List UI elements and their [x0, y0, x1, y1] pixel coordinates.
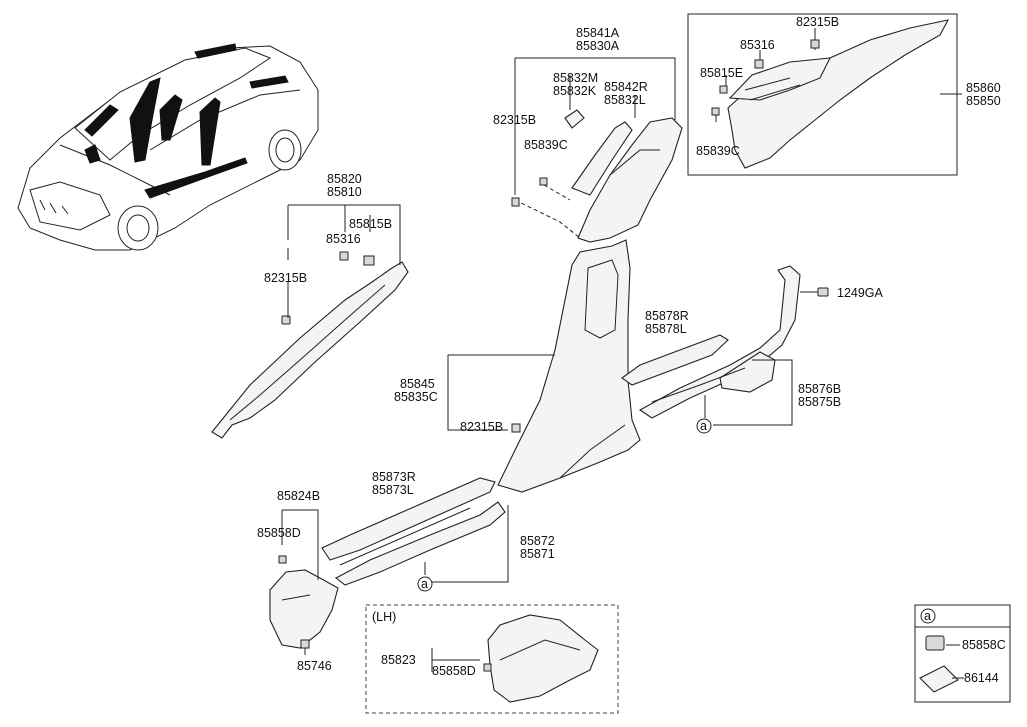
lh-variant-box	[365, 604, 619, 714]
label-85820: 85820	[327, 172, 362, 186]
b-pillar-lower-trim	[497, 239, 641, 493]
label-85858D-left: 85858D	[257, 526, 301, 540]
clip-85858C	[925, 635, 945, 651]
label-82315B-box: 82315B	[796, 15, 839, 29]
label-85842R: 85842R	[604, 80, 648, 94]
rear-sill-scuff-plate	[621, 265, 801, 419]
label-85858C: 85858C	[962, 638, 1006, 652]
label-82315B-top: 82315B	[493, 113, 536, 127]
label-85878L: 85878L	[645, 322, 687, 336]
label-1249GA: 1249GA	[837, 286, 884, 300]
label-85832L: 85832L	[604, 93, 646, 107]
label-85878R: 85878R	[645, 309, 689, 323]
pad-86144	[919, 665, 959, 693]
label-85815B: 85815B	[349, 217, 392, 231]
label-85860: 85860	[966, 81, 1001, 95]
label-85839C-box: 85839C	[696, 144, 740, 158]
label-85850: 85850	[966, 94, 1001, 108]
label-85841A: 85841A	[576, 26, 620, 40]
legend-box	[914, 604, 1011, 703]
label-85858D-lh: 85858D	[432, 664, 476, 678]
label-85316-box: 85316	[740, 38, 775, 52]
clip-82315B-left	[281, 315, 291, 325]
lh-title: (LH)	[372, 610, 396, 624]
label-85839C-top: 85839C	[524, 138, 568, 152]
label-85824B: 85824B	[277, 489, 320, 503]
label-85815E: 85815E	[700, 66, 743, 80]
label-82315B-left: 82315B	[264, 271, 307, 285]
callout-a-right: a	[700, 419, 707, 433]
label-85316-left: 85316	[326, 232, 361, 246]
cowl-side-trim	[269, 569, 339, 649]
clip-85316-left	[339, 251, 349, 261]
label-85873R: 85873R	[372, 470, 416, 484]
label-85810: 85810	[327, 185, 362, 199]
label-85830A: 85830A	[576, 39, 620, 53]
label-85823: 85823	[381, 653, 416, 667]
label-85876B: 85876B	[798, 382, 841, 396]
b-pillar-upper-trim	[564, 109, 683, 243]
label-86144: 86144	[964, 671, 999, 685]
clip-85815B	[363, 255, 375, 266]
lh-cowl-side-trim	[487, 614, 599, 703]
callout-a-lower: a	[421, 577, 428, 591]
label-85875B: 85875B	[798, 395, 841, 409]
label-85832K: 85832K	[553, 84, 597, 98]
legend-callout: a	[924, 609, 931, 623]
label-85872: 85872	[520, 534, 555, 548]
front-sill-scuff-plate	[321, 477, 506, 586]
label-85871: 85871	[520, 547, 555, 561]
label-85873L: 85873L	[372, 483, 414, 497]
label-85746: 85746	[297, 659, 332, 673]
label-85845: 85845	[400, 377, 435, 391]
car-illustration	[17, 43, 319, 251]
a-pillar-trim	[211, 261, 409, 439]
label-82315B-mid: 82315B	[460, 420, 503, 434]
label-85832M: 85832M	[553, 71, 598, 85]
label-85835C: 85835C	[394, 390, 438, 404]
c-pillar-trim	[727, 19, 950, 169]
